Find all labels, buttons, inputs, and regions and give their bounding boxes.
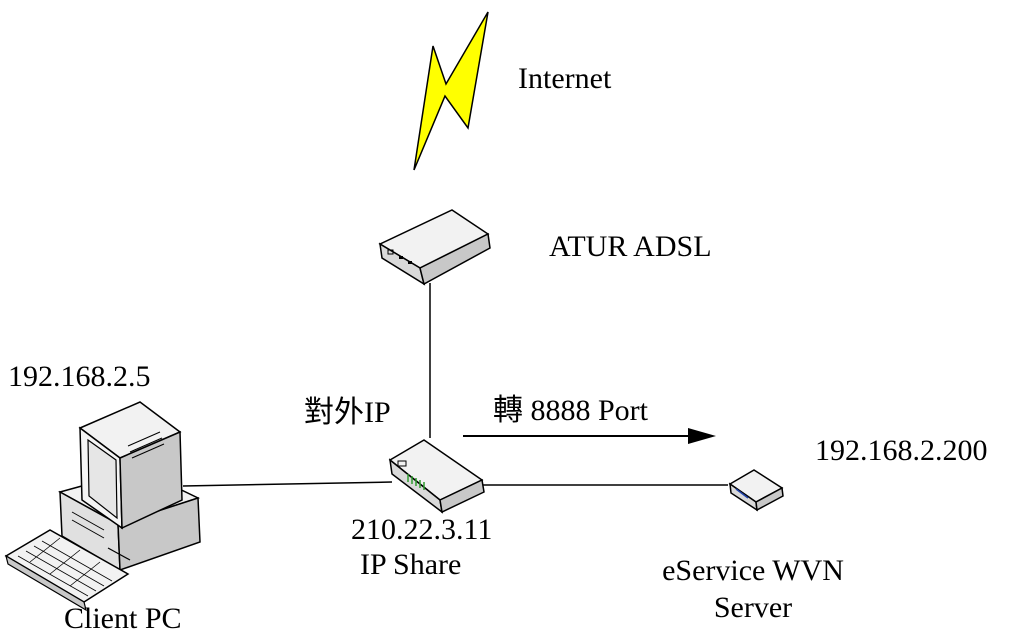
external-ip-label: 對外IP bbox=[304, 396, 391, 429]
link-client-router bbox=[182, 481, 393, 487]
server-name-line1-label: eService WVN bbox=[662, 554, 844, 587]
port-forward-arrow bbox=[463, 428, 716, 444]
desktop-computer-icon bbox=[4, 401, 201, 612]
client-name-label: Client PC bbox=[64, 602, 182, 635]
server-appliance-icon bbox=[728, 469, 784, 512]
port-forward-label: 轉 8888 Port bbox=[493, 394, 649, 427]
adsl-label: ATUR ADSL bbox=[549, 230, 712, 263]
internet-label: Internet bbox=[518, 62, 612, 95]
lightning-bolt-icon bbox=[413, 11, 489, 171]
client-ip-label: 192.168.2.5 bbox=[8, 360, 151, 393]
router-ip-label: 210.22.3.11 bbox=[351, 513, 493, 546]
ip-share-router-icon bbox=[388, 439, 485, 514]
router-name-label: IP Share bbox=[360, 548, 462, 581]
server-name-line2-label: Server bbox=[713, 591, 793, 624]
server-ip-label: 192.168.2.200 bbox=[815, 434, 988, 467]
adsl-modem-icon bbox=[378, 209, 491, 286]
